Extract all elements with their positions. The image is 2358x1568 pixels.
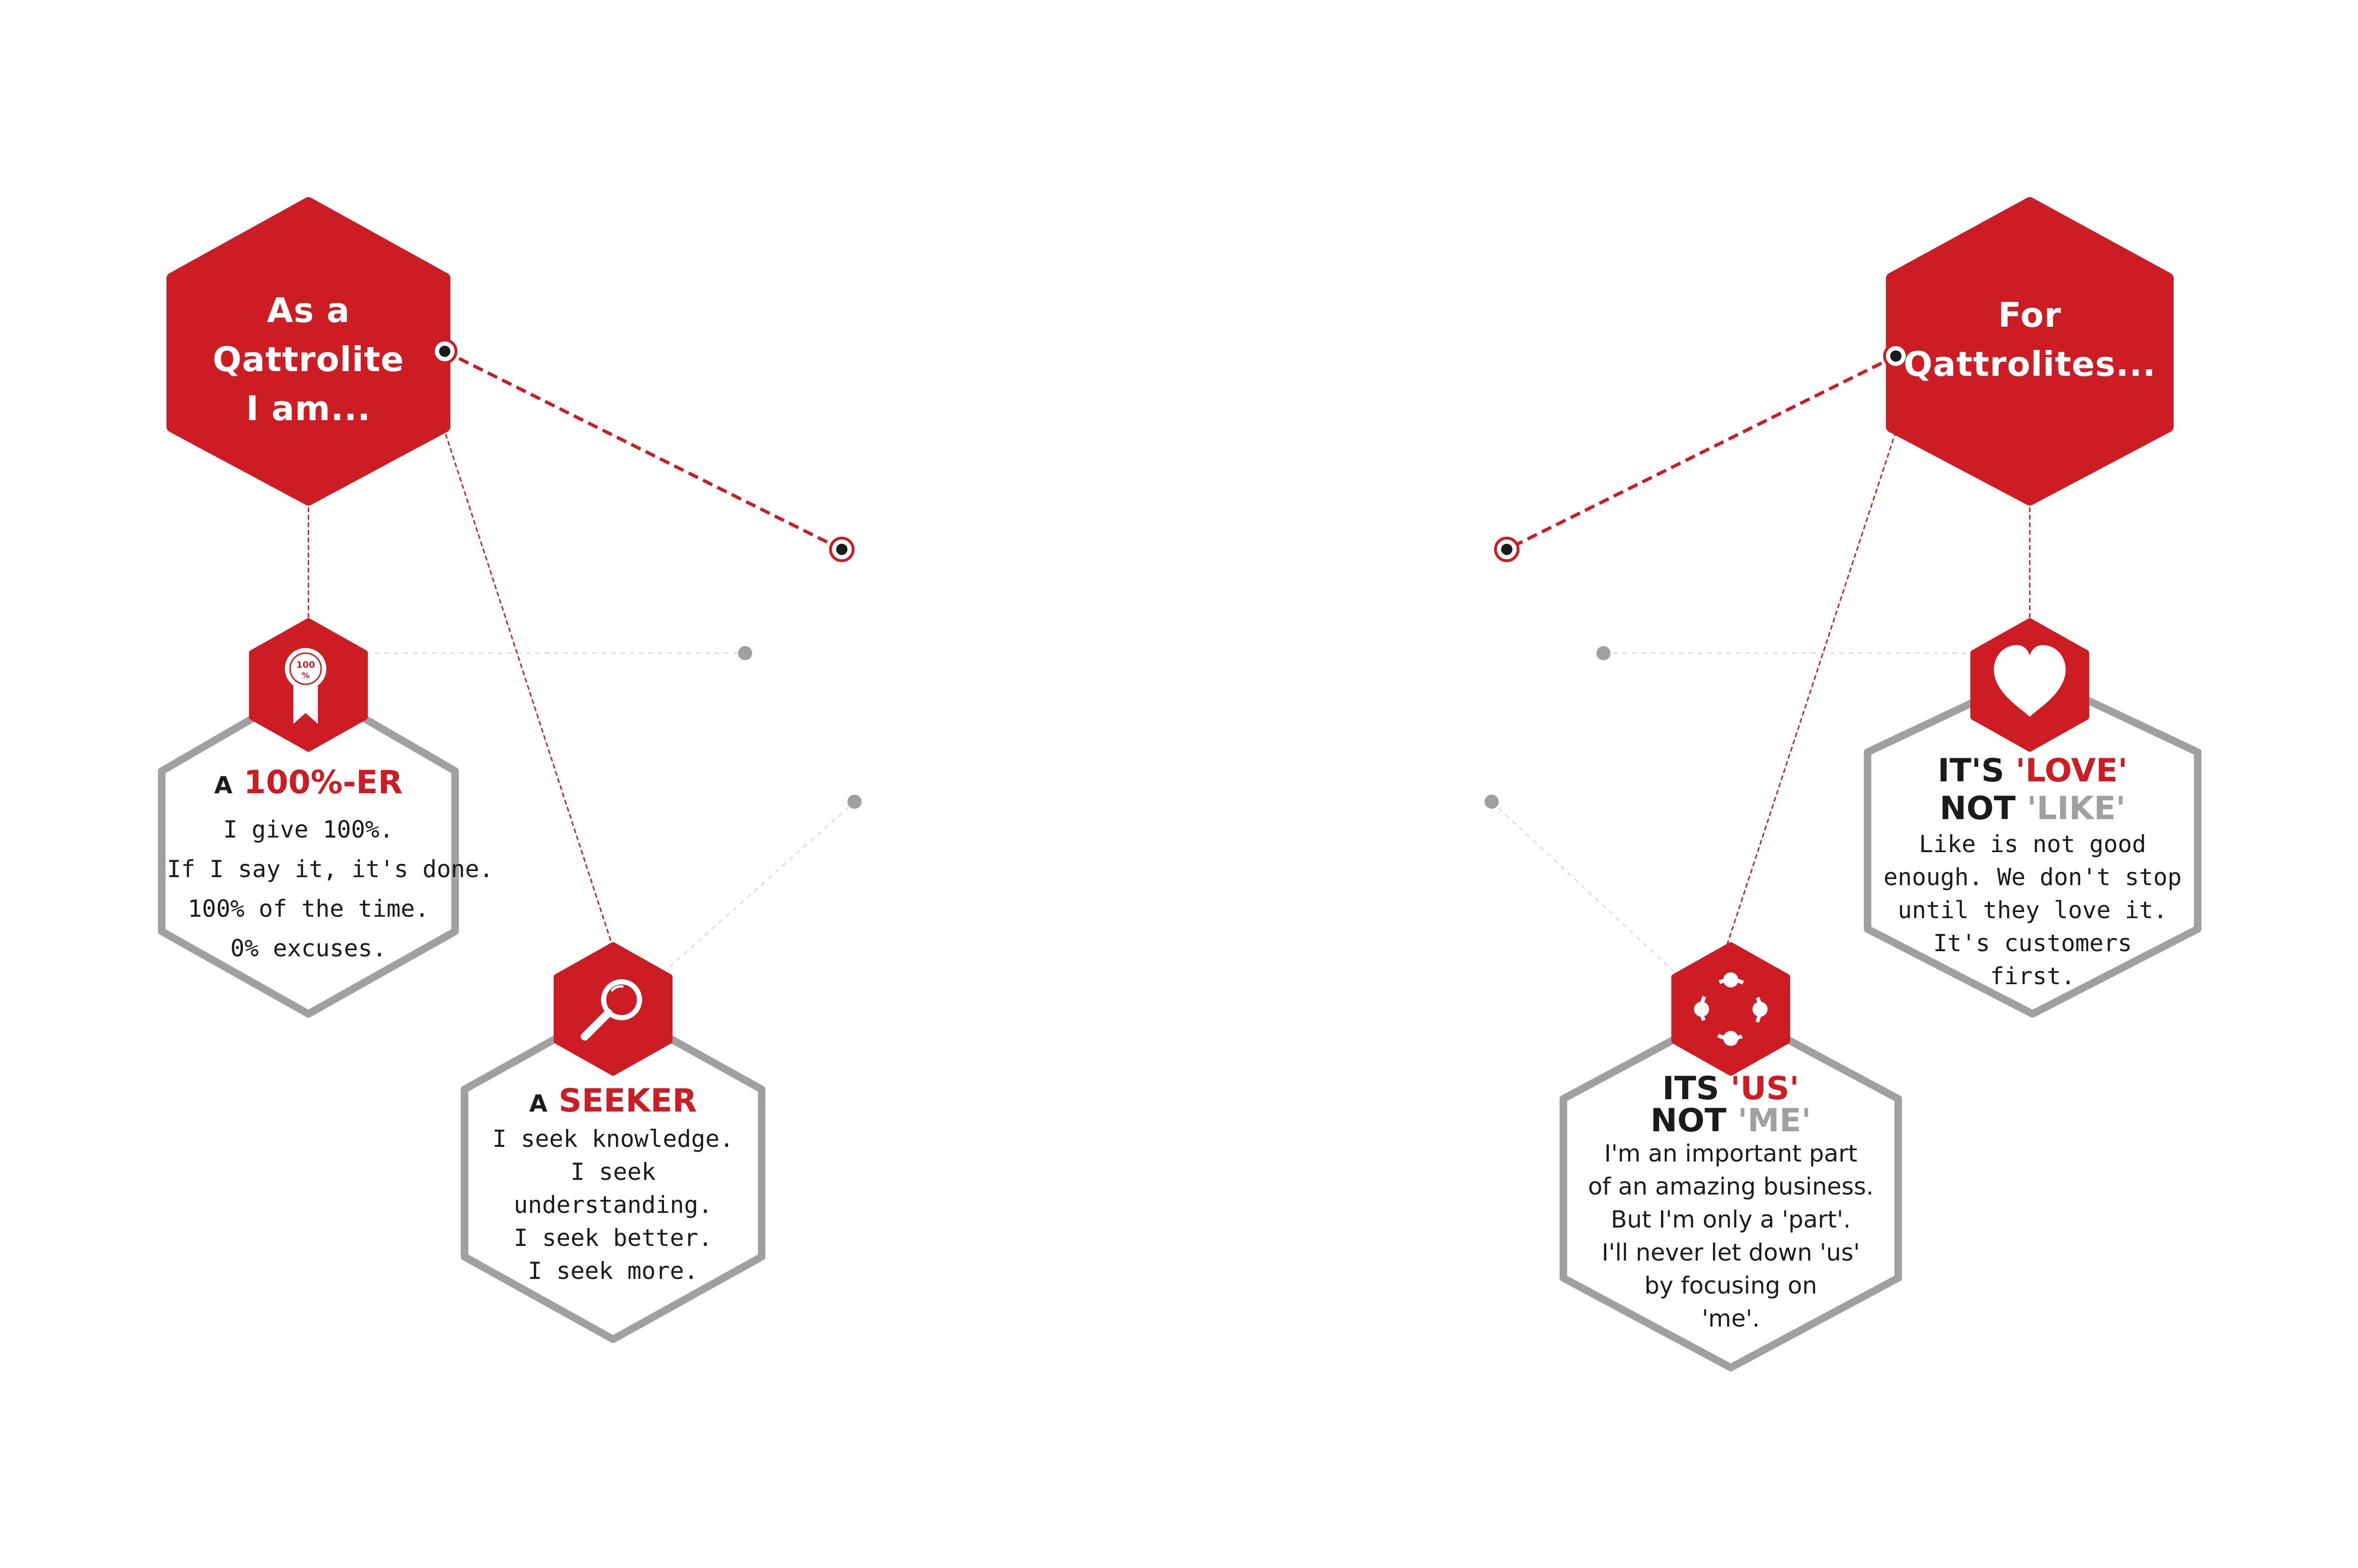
card-seeker-line-3: understanding.	[514, 1191, 713, 1219]
target-marker	[1494, 537, 1519, 562]
right-hub-line-1: For	[1998, 295, 2062, 335]
card-seeker-line-1: I seek knowledge.	[492, 1125, 734, 1153]
card-us-head2-word: 'ME'	[1737, 1102, 1811, 1139]
target-marker	[829, 537, 855, 562]
right-hub-hexagon	[1886, 197, 2174, 506]
card-us-head1-prefix: ITS	[1662, 1070, 1719, 1107]
card-us-text: ITS 'US' NOT 'ME' I'm an important part …	[1570, 1073, 1891, 1335]
card-us-head2-prefix: NOT	[1650, 1102, 1727, 1139]
ribbon-badge-number: 100	[296, 660, 315, 670]
card-seeker-prefix: A	[529, 1090, 548, 1117]
card-seeker-heading: A SEEKER	[472, 1082, 755, 1122]
card-hundred-title: 100%-ER	[243, 764, 403, 801]
right-hub-line-2: Qattrolites...	[1903, 344, 2156, 384]
endpoint-dot-grey	[738, 646, 752, 660]
card-us-body: I'm an important part of an amazing busi…	[1570, 1137, 1891, 1335]
card-seeker-title: SEEKER	[558, 1082, 697, 1120]
card-us-line-2: of an amazing business.	[1588, 1173, 1874, 1200]
card-seeker-line-2: I seek	[570, 1158, 656, 1186]
target-marker	[1883, 343, 1909, 369]
left-hub-hexagon	[166, 197, 450, 506]
card-outline-us	[1560, 1005, 1902, 1371]
ribbon-badge-percent: %	[301, 671, 309, 680]
endpoint-dot-grey	[1485, 795, 1499, 809]
heart-icon	[1994, 645, 2066, 717]
left-hub-line-3: I am...	[246, 389, 371, 428]
card-hundred-heading: A 100%-ER	[167, 764, 450, 804]
connector-red-left-main	[444, 349, 843, 551]
card-love-heading-2: NOT 'LIKE'	[1872, 790, 2193, 828]
connector-grey-left-lower	[669, 801, 855, 968]
card-love-head1-prefix: IT'S	[1937, 752, 2005, 789]
card-love-line-5: first.	[1990, 962, 2076, 990]
card-us-line-5: by focusing on	[1644, 1272, 1818, 1299]
icon-hexagon-seeker	[554, 942, 673, 1076]
card-love-text: IT'S 'LOVE' NOT 'LIKE' Like is not good …	[1872, 752, 2193, 993]
magnifier-icon	[581, 979, 642, 1041]
card-us-heading-2: NOT 'ME'	[1570, 1105, 1891, 1137]
endpoint-dot-grey	[1596, 646, 1611, 660]
card-hundred-text: A 100%-ER I give 100%. If I say it, it's…	[167, 764, 494, 968]
card-seeker-text: A SEEKER I seek knowledge. I seek unders…	[472, 1082, 755, 1287]
card-seeker-line-4: I seek better.	[514, 1224, 713, 1252]
left-hub-title: As a Qattrolite I am...	[191, 286, 426, 433]
card-love-line-3: until they love it.	[1898, 896, 2167, 924]
left-hub-line-2: Qattrolite	[212, 340, 405, 379]
card-love-heading-1: IT'S 'LOVE'	[1872, 752, 2193, 790]
card-seeker-line-5: I seek more.	[528, 1257, 698, 1285]
connector-red-left-diag	[442, 426, 614, 948]
card-love-head1-word: 'LOVE'	[2015, 752, 2128, 789]
right-hub-title: For Qattrolites...	[1900, 290, 2159, 389]
card-love-head2-word: 'LIKE'	[2026, 790, 2126, 827]
card-us-heading-1: ITS 'US'	[1570, 1073, 1891, 1105]
card-outline-hundred	[158, 682, 459, 1018]
ribbon-100-icon: 100 %	[285, 648, 326, 724]
icon-hexagon-us	[1671, 942, 1790, 1076]
card-outline-seeker	[461, 1003, 765, 1343]
card-us-line-6: 'me'.	[1702, 1305, 1760, 1332]
left-hub-line-1: As a	[266, 290, 350, 330]
card-love-line-4: It's customers	[1933, 929, 2132, 957]
connector-red-right-diag	[1725, 431, 1897, 948]
card-hundred-line-2: If I say it, it's done.	[167, 855, 494, 883]
card-hundred-line-4: 0% excuses.	[230, 935, 387, 962]
card-us-head1-word: 'US'	[1730, 1070, 1800, 1107]
card-love-line-2: enough. We don't stop	[1883, 863, 2182, 891]
connector-grey-right-lower	[1491, 801, 1680, 977]
card-hundred-line-3: 100% of the time.	[188, 895, 429, 922]
card-love-line-1: Like is not good	[1919, 830, 2146, 858]
card-us-line-3: But I'm only a 'part'.	[1611, 1206, 1851, 1233]
card-outline-love	[1864, 671, 2201, 1018]
card-love-head2-prefix: NOT	[1939, 790, 2016, 827]
card-hundred-line-1: I give 100%.	[223, 816, 394, 843]
card-us-line-1: I'm an important part	[1604, 1140, 1858, 1167]
connector-red-right-main	[1506, 354, 1897, 551]
card-love-body: Like is not good enough. We don't stop u…	[1872, 828, 2193, 993]
endpoint-dot-grey	[847, 795, 862, 809]
card-seeker-body: I seek knowledge. I seek understanding. …	[472, 1122, 755, 1287]
card-hundred-body: I give 100%. If I say it, it's done. 100…	[167, 810, 494, 968]
card-hundred-prefix: A	[214, 772, 232, 799]
target-marker	[432, 339, 457, 364]
team-circle-icon	[1694, 972, 1768, 1046]
card-us-line-4: I'll never let down 'us'	[1602, 1239, 1860, 1266]
